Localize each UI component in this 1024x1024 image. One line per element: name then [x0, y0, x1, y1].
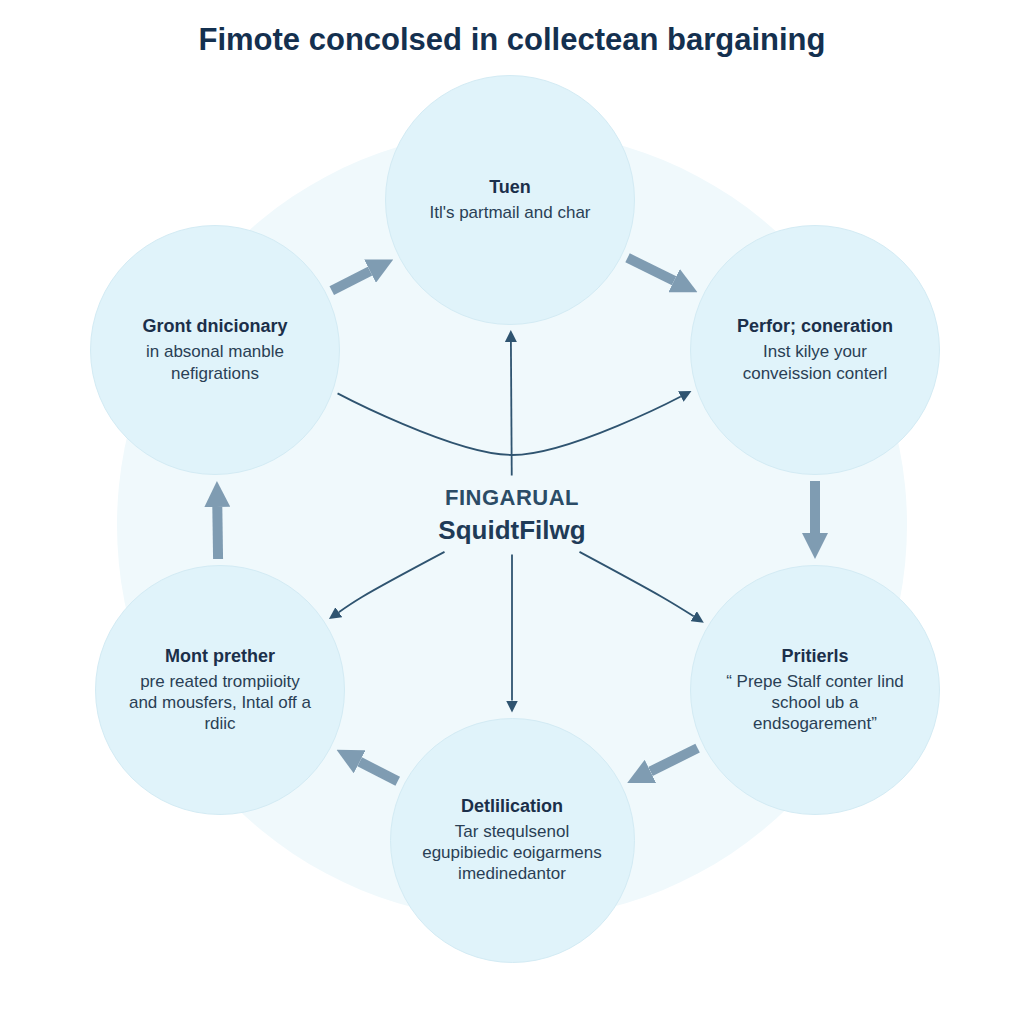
process-circle: DetlilicationTar stequlsenol egupibiedic… [390, 718, 635, 963]
node-content: TuenItl's partmail and char [418, 177, 603, 223]
cycle-arrow [332, 271, 370, 290]
node-body: Inst kilye your conveission conterl [723, 341, 908, 384]
hub-node: FINGARUAL SquidtFilwg [438, 485, 585, 546]
process-circle: Perfor; conerationInst kilye your convei… [690, 225, 940, 475]
node-content: Mont prether pre reated trompiioity and m… [128, 646, 313, 735]
link-arrow [338, 393, 681, 455]
node-heading: Perfor; coneration [723, 316, 908, 337]
node-body: Tar stequlsenol egupibiedic eoigarmens i… [421, 821, 602, 885]
cycle-arrow [650, 748, 697, 771]
node-body: “ Prepe Stalf conter lind school ub a en… [723, 671, 908, 735]
cycle-arrow [810, 481, 820, 533]
process-circle: TuenItl's partmail and char [385, 75, 635, 325]
link-arrow [579, 552, 693, 616]
node-content: Pritierls “ Prepe Stalf conter lind schoo… [723, 646, 908, 735]
link-arrow [511, 555, 513, 701]
link-arrow [339, 552, 445, 612]
node-body: SquidtFilwg [438, 515, 585, 546]
node-content: Gront dnicionary in absonal manble nefigr… [123, 316, 308, 384]
node-heading: Pritierls [723, 646, 908, 667]
cycle-arrow [360, 762, 398, 782]
node-content: Perfor; conerationInst kilye your convei… [723, 316, 908, 384]
node-content: DetlilicationTar stequlsenol egupibiedic… [421, 796, 602, 885]
node-heading: Mont prether [128, 646, 313, 667]
node-body: pre reated trompiioity and mousfers, Int… [128, 671, 313, 735]
node-content: FINGARUAL SquidtFilwg [438, 485, 585, 546]
node-heading: Tuen [418, 177, 603, 198]
node-heading: FINGARUAL [438, 485, 585, 511]
title-area: Fimote concolsed in collectean bargainin… [0, 22, 1024, 58]
node-body: Itl's partmail and char [418, 202, 603, 223]
cycle-arrow [212, 507, 223, 559]
node-body: in absonal manble nefigrations [123, 341, 308, 384]
diagram-title: Fimote concolsed in collectean bargainin… [0, 22, 1024, 58]
node-heading: Gront dnicionary [123, 316, 308, 337]
link-arrow [510, 342, 513, 476]
process-circle: Gront dnicionary in absonal manble nefigr… [90, 225, 340, 475]
process-circle: Pritierls “ Prepe Stalf conter lind schoo… [690, 565, 940, 815]
process-circle: Mont prether pre reated trompiioity and m… [95, 565, 345, 815]
cycle-arrow [628, 258, 675, 281]
node-heading: Detlilication [421, 796, 602, 817]
